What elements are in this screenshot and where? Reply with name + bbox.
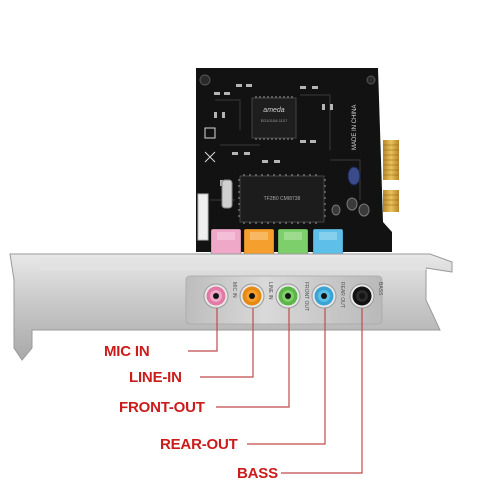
jack-hole	[285, 293, 291, 299]
smd-components	[214, 84, 333, 186]
label-mic-in: MIC IN	[104, 343, 150, 360]
jack-hole	[359, 293, 365, 299]
round-jacks: MIC IN LINE IN FRONT OUT REAR OUT BASS	[203, 282, 383, 311]
jack-blocks	[210, 228, 344, 256]
label-front-out: FRONT-OUT	[119, 399, 205, 416]
leader-line	[216, 308, 290, 408]
jack-block-highlight	[217, 232, 235, 240]
made-in-china-silk: MADE IN CHINA	[352, 105, 358, 150]
main-controller-chip: TF2B0 CMI8738	[238, 174, 326, 224]
jack-block-highlight	[319, 232, 337, 240]
internal-header	[197, 193, 209, 241]
chip-top-code: ED1010A 1107	[261, 118, 288, 123]
jack-silk-label: BASS	[377, 282, 383, 296]
jack-silk-label: FRONT OUT	[303, 282, 309, 311]
callout-leader-lines	[188, 308, 363, 474]
jack-hole	[249, 293, 255, 299]
leader-line	[247, 308, 326, 445]
jack-block-highlight	[250, 232, 268, 240]
jack-silk-label: REAR OUT	[339, 282, 345, 308]
label-line-in: LINE-IN	[129, 369, 182, 386]
pcie-edge-connector	[383, 140, 399, 212]
metal-bracket	[9, 253, 453, 361]
jack-hole	[213, 293, 219, 299]
chip-bottom-code: TF2B0 CMI8738	[264, 196, 301, 202]
jack-silk-label: LINE IN	[267, 282, 273, 300]
chip-top-brand: ameda	[263, 107, 285, 114]
pcb-board: ameda ED1010A 1107 MADE IN CHINA TF2B0 C…	[196, 68, 399, 252]
jack-hole	[321, 293, 327, 299]
compliance-marks	[204, 127, 216, 163]
leader-line	[188, 308, 218, 352]
jack-block-highlight	[284, 232, 302, 240]
leader-line	[281, 308, 363, 474]
label-rear-out: REAR-OUT	[160, 436, 238, 453]
label-bass: BASS	[237, 465, 278, 482]
audio-codec-chip: ameda ED1010A 1107	[251, 96, 297, 140]
capacitors	[331, 166, 370, 217]
crystal-oscillator	[221, 179, 233, 209]
jack-silk-label: MIC IN	[231, 282, 237, 298]
leader-line	[200, 308, 254, 378]
